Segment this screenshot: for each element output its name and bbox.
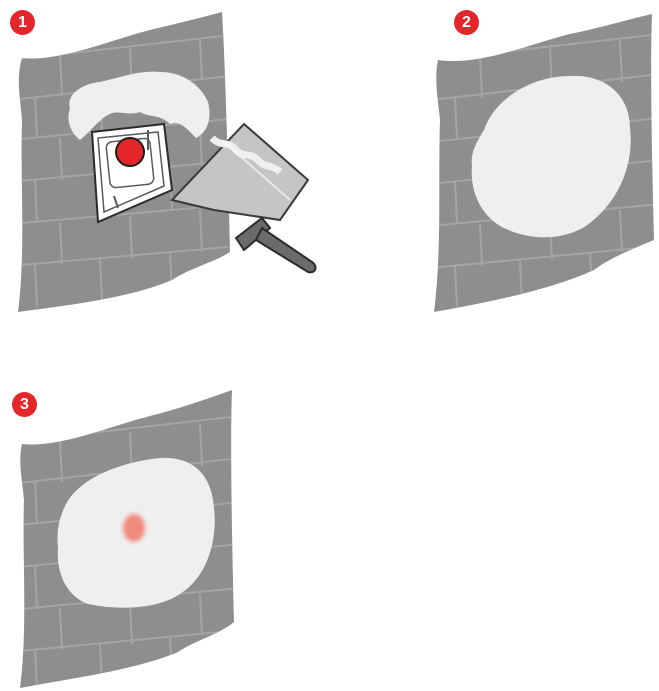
step-2-panel: 2 [330, 0, 659, 330]
brick-wall-icon [330, 0, 659, 330]
step-1-panel: 1 [0, 0, 330, 330]
step-3-panel: 3 [0, 382, 330, 691]
red-spot-icon [123, 514, 145, 542]
step-2-badge: 2 [454, 10, 479, 35]
brick-wall-icon [0, 382, 330, 691]
step-1-badge: 1 [10, 10, 35, 35]
step-3-badge: 3 [12, 392, 37, 417]
brick-wall-icon [0, 0, 330, 330]
